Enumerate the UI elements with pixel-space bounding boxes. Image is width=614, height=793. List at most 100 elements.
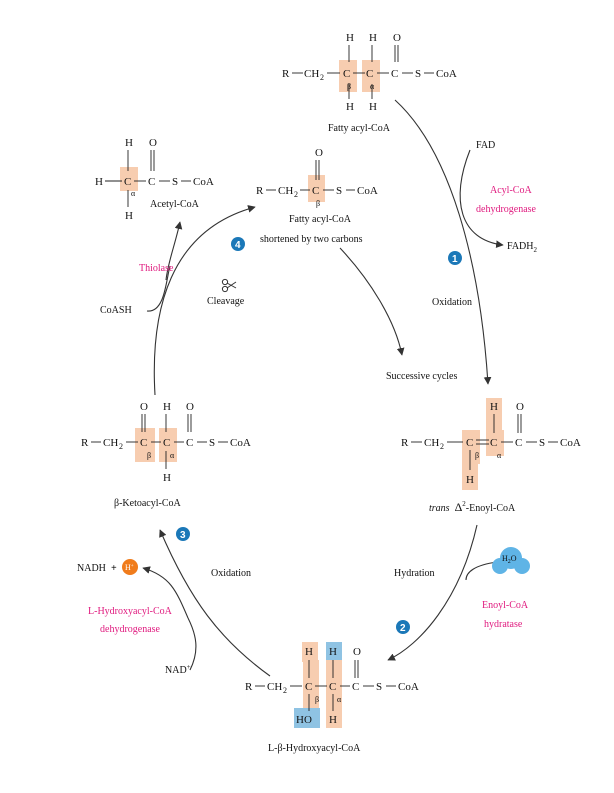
coa-group: CoA xyxy=(436,68,457,80)
coa-group: CoA xyxy=(398,681,419,693)
step1-arrow xyxy=(394,99,492,385)
hydroxyacyl-coa-dehydrogenase-label: dehydrogenase xyxy=(100,624,161,635)
successive-cycles-label: Successive cycles xyxy=(386,371,457,382)
beta-label: β xyxy=(147,451,151,460)
o-atom: O xyxy=(186,401,194,413)
h-atom: H xyxy=(95,176,103,188)
h-atom: H xyxy=(125,137,133,149)
fatty-acyl-coa-label: Fatty acyl-CoA xyxy=(328,123,391,134)
s-atom: S xyxy=(415,68,421,80)
beta-label: β xyxy=(315,695,319,704)
s-atom: S xyxy=(336,185,342,197)
scissors-icon xyxy=(221,278,237,293)
alpha-h-highlight xyxy=(326,642,342,662)
c-atom: C xyxy=(148,176,155,188)
enoyl-coa-hydratase-label: Enoyl-CoA xyxy=(482,600,529,611)
r-group: R xyxy=(245,681,253,693)
o-atom: O xyxy=(315,147,323,159)
o-atom: O xyxy=(353,646,361,658)
coa-group: CoA xyxy=(357,185,378,197)
nadh-output-arrow xyxy=(142,566,189,619)
beta-carbon-highlight xyxy=(462,430,480,464)
h-atom: H xyxy=(346,101,354,113)
c-atom: C xyxy=(186,437,193,449)
subscript: 2 xyxy=(283,686,287,695)
h-atom: H xyxy=(305,646,313,658)
fad-to-fadh2-arrow xyxy=(459,149,504,249)
alpha-carbon-highlight xyxy=(120,167,138,191)
coash-input-arrow xyxy=(146,265,171,312)
shortened-label-line2: shortened by two carbons xyxy=(260,234,363,245)
h-atom: H xyxy=(369,101,377,113)
coa-group: CoA xyxy=(230,437,251,449)
ketoacyl-coa-label: β-Ketoacyl-CoA xyxy=(114,498,182,509)
beta-h-highlight xyxy=(302,642,318,662)
coash-label: CoASH xyxy=(100,305,132,316)
fatty-acyl-coa-structure: H H O R CH 2 C C C S CoA β α H H Fatty a… xyxy=(282,32,457,134)
c-atom: C xyxy=(305,681,312,693)
alpha-label: α xyxy=(170,451,175,460)
hydroxyl-group: HO xyxy=(296,714,312,726)
plus-sign: + xyxy=(111,563,117,574)
subscript: 2 xyxy=(440,442,444,451)
subscript: 2 xyxy=(320,73,324,82)
ch2-group: CH xyxy=(278,185,293,197)
h-atom: H xyxy=(490,401,498,413)
h-atom: H xyxy=(329,714,337,726)
successive-cycles-arrow xyxy=(339,247,405,356)
subscript: 2 xyxy=(119,442,123,451)
c-atom: C xyxy=(490,437,497,449)
r-group: R xyxy=(282,68,290,80)
s-atom: S xyxy=(539,437,545,449)
alpha-label: α xyxy=(337,695,342,704)
o-atom: O xyxy=(149,137,157,149)
step-number: 1 xyxy=(452,254,458,265)
alpha-label: α xyxy=(370,82,375,91)
alpha-label: α xyxy=(131,189,136,198)
c-atom: C xyxy=(391,68,398,80)
thiolase-label: Thiolase xyxy=(139,263,174,274)
ch2-group: CH xyxy=(267,681,282,693)
alpha-carbon-highlight xyxy=(362,60,380,92)
alpha-carbon-highlight xyxy=(159,428,177,462)
h-atom: H xyxy=(346,32,354,44)
c-atom: C xyxy=(366,68,373,80)
step-badge-2: 2 xyxy=(396,620,410,634)
step-number: 3 xyxy=(180,530,186,541)
fadh2-label: FADH2 xyxy=(507,241,537,254)
proton-label: H+ xyxy=(125,563,134,572)
ch2-group: CH xyxy=(424,437,439,449)
acyl-coa-dehydrogenase-label: dehydrogenase xyxy=(476,204,537,215)
step-badge-3: 3 xyxy=(176,527,190,541)
water-input-arrow xyxy=(465,561,498,581)
c-atom: C xyxy=(163,437,170,449)
c-atom: C xyxy=(140,437,147,449)
beta-carbon-highlight xyxy=(135,428,155,462)
coa-group: CoA xyxy=(193,176,214,188)
hydroxyacyl-coa-label: L-β-Hydroxyacyl-CoA xyxy=(268,743,361,754)
hydroxyacyl-coa-dehydrogenase-label: L-Hydroxyacyl-CoA xyxy=(88,606,173,617)
ketoacyl-coa-structure: O H O R CH 2 C C C S CoA β α H β-Ketoacy… xyxy=(81,401,251,509)
h-atom: H xyxy=(329,646,337,658)
water-molecule-icon: H2O xyxy=(492,547,530,574)
r-group: R xyxy=(81,437,89,449)
alpha-carbon-highlight xyxy=(326,660,342,706)
subscript: 2 xyxy=(294,190,298,199)
nadh-label: NADH xyxy=(77,563,106,574)
step2-arrow xyxy=(387,524,478,661)
h-atom: H xyxy=(369,32,377,44)
acyl-coa-dehydrogenase-label: Acyl-CoA xyxy=(490,185,532,196)
hydration-step-label: Hydration xyxy=(394,568,435,579)
ch2-group: CH xyxy=(103,437,118,449)
c-atom: C xyxy=(124,176,131,188)
acetyl-coa-output-arrow xyxy=(165,221,183,281)
water-formula: H2O xyxy=(502,554,517,565)
beta-carbon-highlight xyxy=(339,60,357,92)
h-atom: H xyxy=(125,210,133,222)
shortened-label-line1: Fatty acyl-CoA xyxy=(289,214,352,225)
s-atom: S xyxy=(376,681,382,693)
step3-arrow xyxy=(159,529,271,677)
alpha-lower-h-highlight xyxy=(326,706,342,728)
